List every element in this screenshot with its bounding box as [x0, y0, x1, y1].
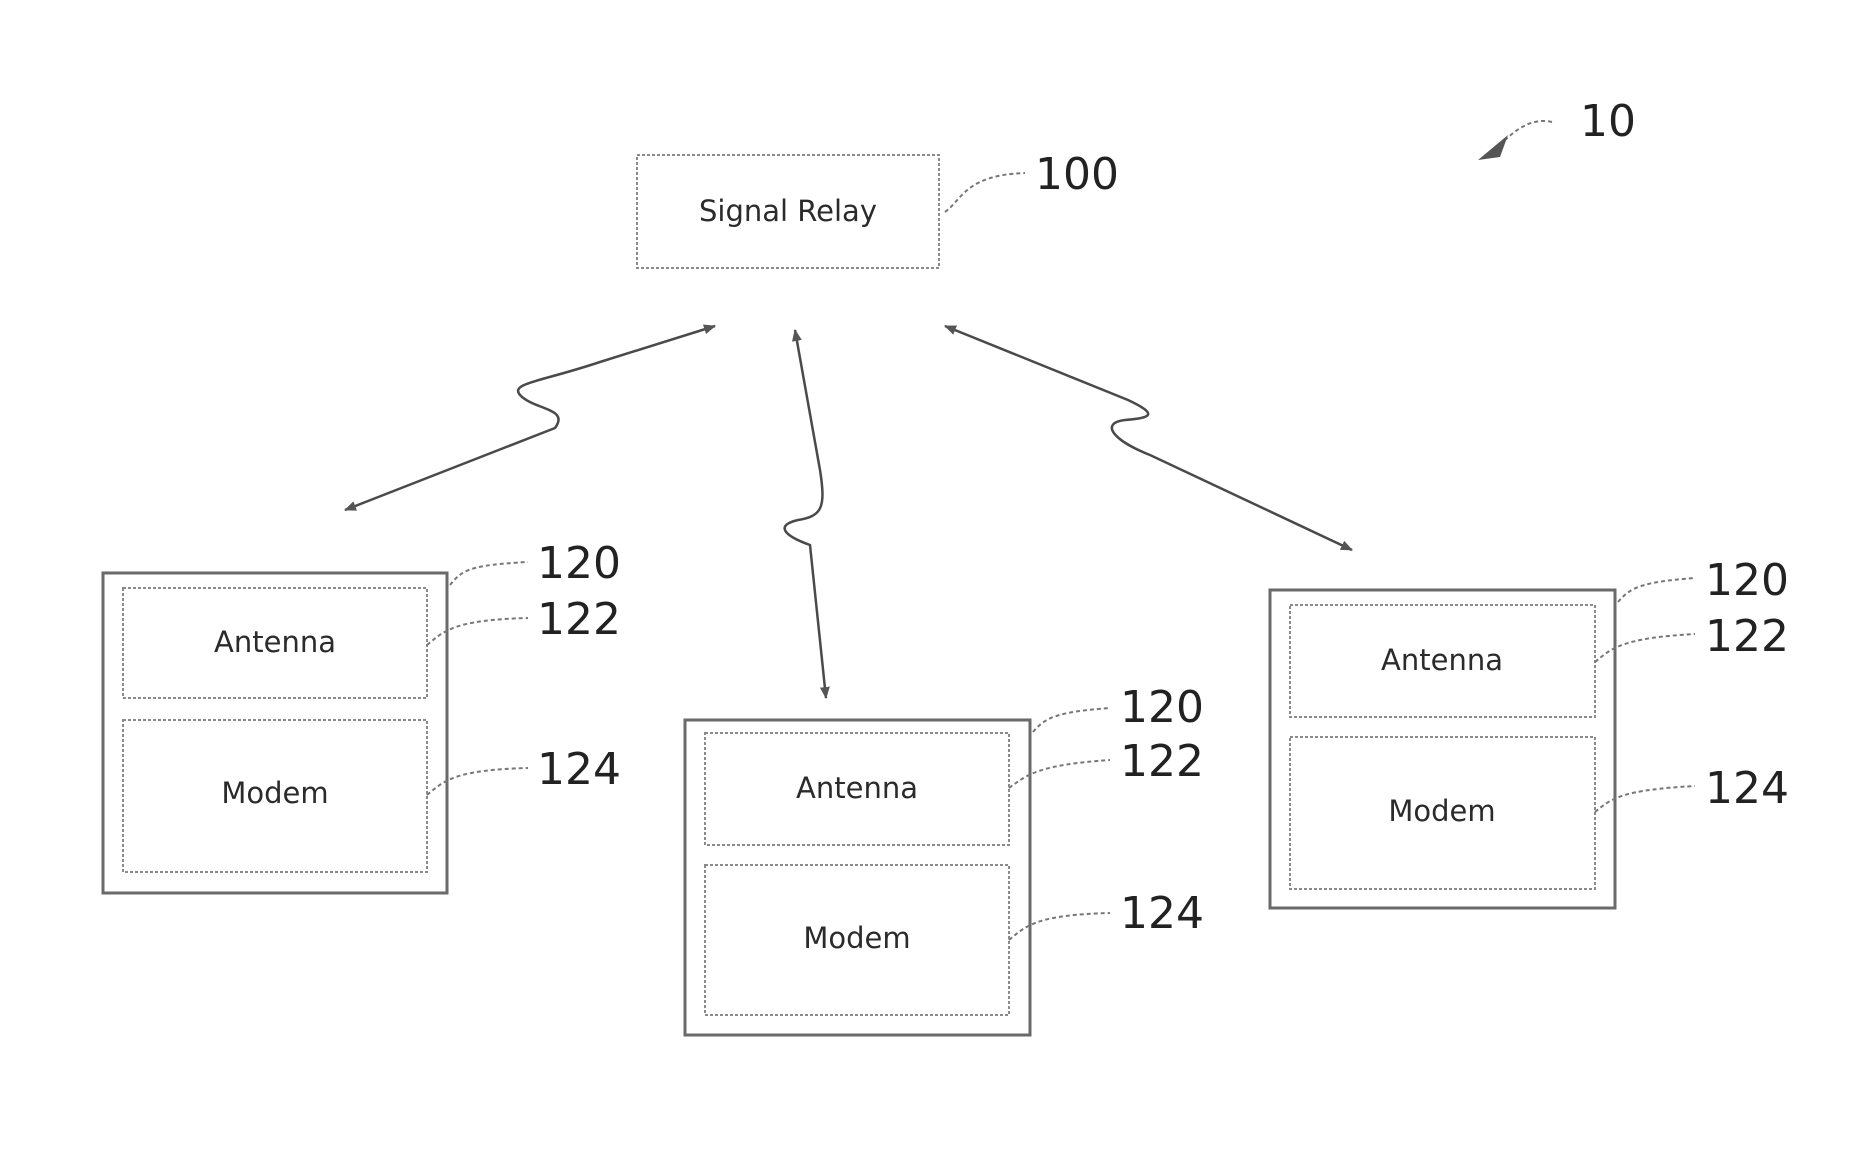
device-ref-leader: [450, 562, 528, 585]
wireless-link-right: [945, 326, 1352, 550]
antenna-label: Antenna: [214, 625, 336, 659]
modem-label: Modem: [803, 921, 910, 955]
wireless-link-left: [345, 326, 715, 510]
wireless-link-center: [785, 330, 826, 698]
modem-label: Modem: [221, 776, 328, 810]
signal-relay-leader: [945, 173, 1025, 212]
modem-label: Modem: [1388, 794, 1495, 828]
device-left: Antenna Modem 120 122 124: [103, 538, 621, 893]
antenna-label: Antenna: [796, 771, 918, 805]
modem-ref: 124: [1120, 888, 1204, 939]
signal-relay-label: Signal Relay: [699, 194, 877, 228]
figure-reference: 10: [1478, 96, 1636, 160]
device-center: Antenna Modem 120 122 124: [685, 682, 1204, 1035]
device-ref-leader: [1033, 708, 1110, 732]
device-ref: 120: [537, 538, 621, 589]
antenna-ref: 122: [1120, 736, 1204, 787]
figure-ref-leader: [1505, 121, 1552, 140]
modem-ref: 124: [537, 744, 621, 795]
device-ref: 120: [1120, 682, 1204, 733]
antenna-ref: 122: [537, 594, 621, 645]
antenna-label: Antenna: [1381, 643, 1503, 677]
wireless-links: [345, 326, 1352, 698]
modem-ref: 124: [1705, 763, 1789, 814]
device-ref: 120: [1705, 555, 1789, 606]
figure-ref-number: 10: [1580, 96, 1636, 147]
device-ref-leader: [1618, 578, 1695, 602]
antenna-ref: 122: [1705, 611, 1789, 662]
figure-ref-arrowhead: [1478, 135, 1508, 160]
device-right: Antenna Modem 120 122 124: [1270, 555, 1789, 908]
signal-relay: Signal Relay 100: [637, 149, 1119, 268]
signal-relay-ref: 100: [1035, 149, 1119, 200]
